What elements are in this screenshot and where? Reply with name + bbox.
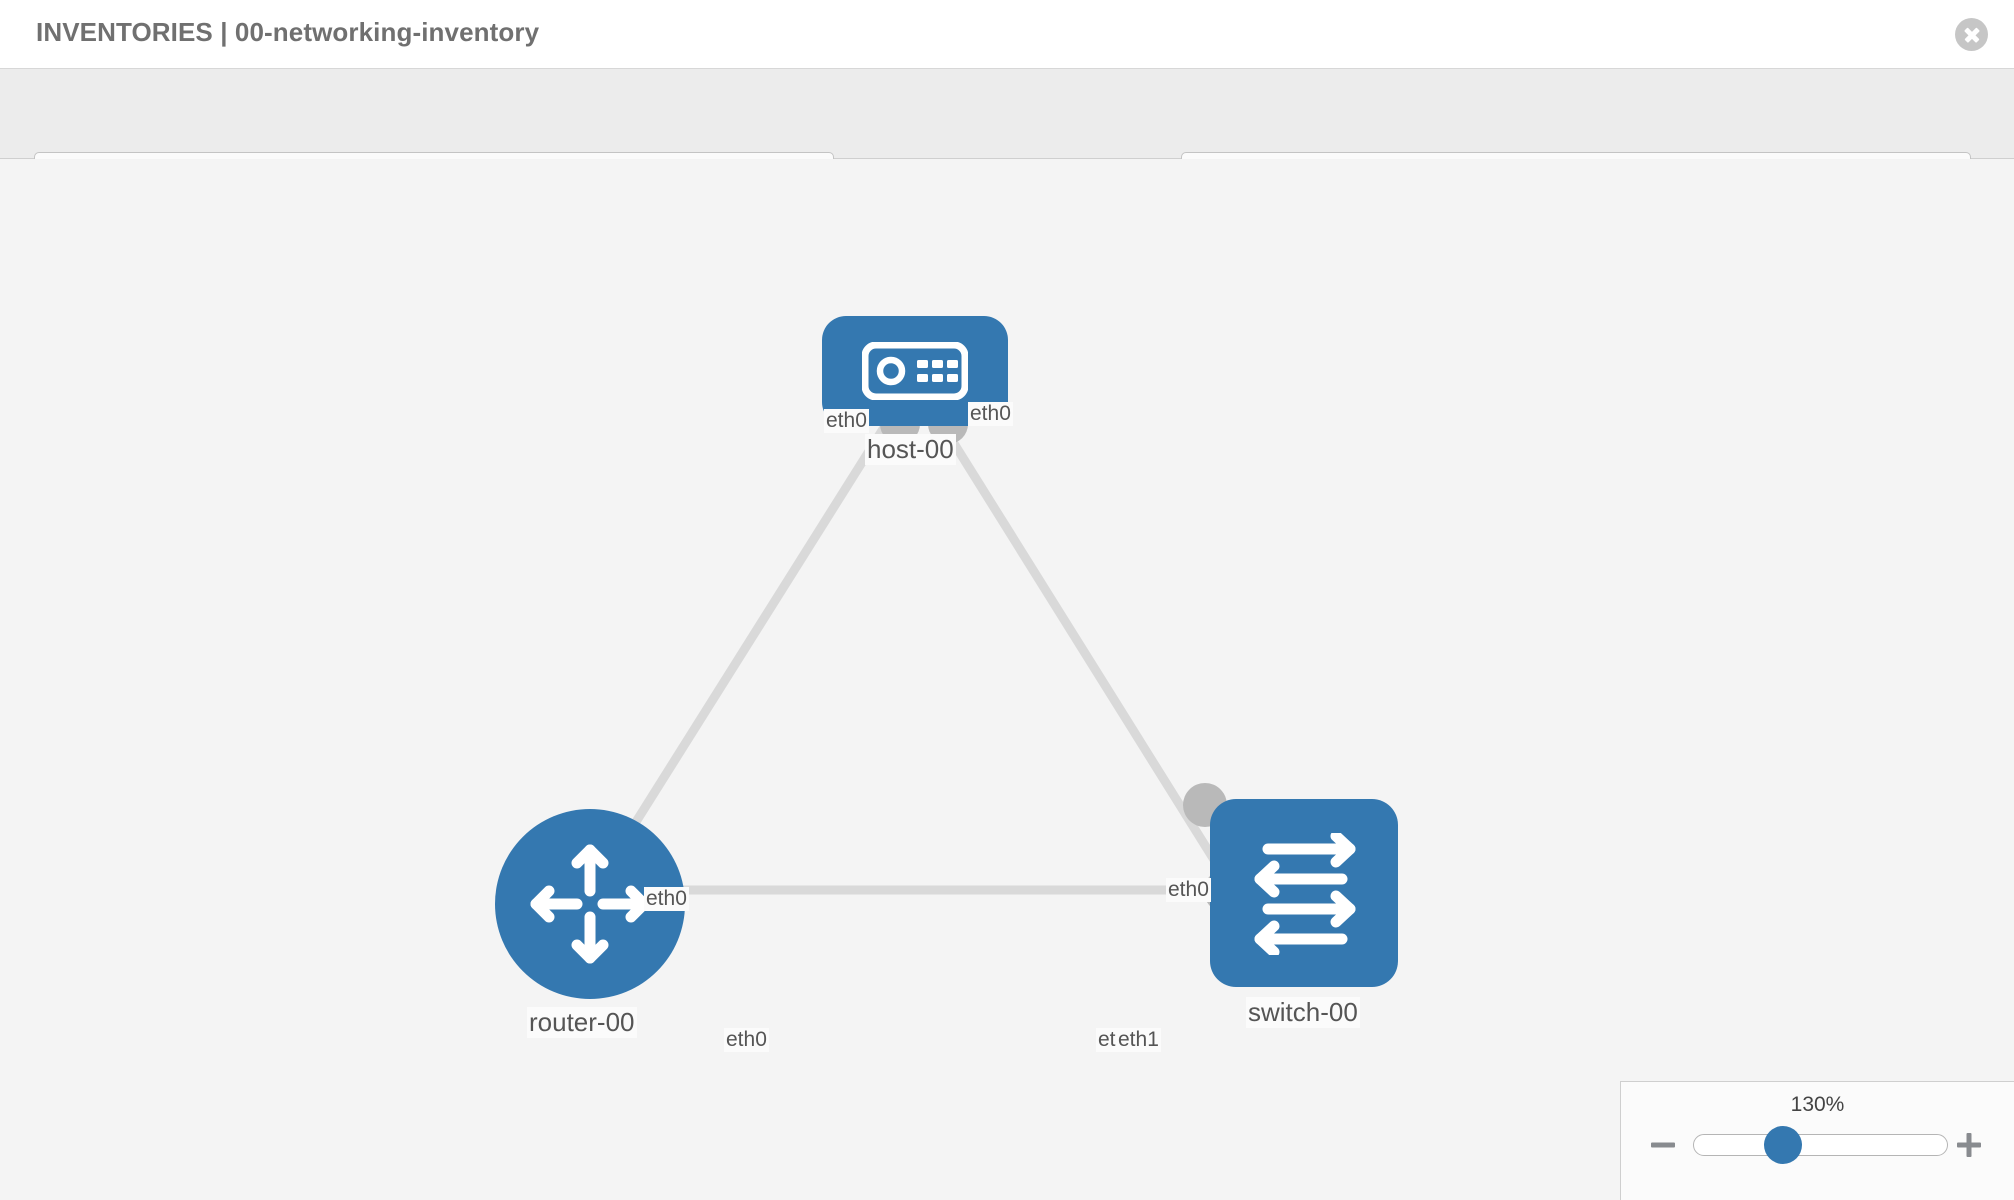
minus-icon[interactable] — [1648, 1130, 1678, 1160]
edge-label-switch-left-front: eth1 — [1116, 1028, 1161, 1052]
plus-icon[interactable] — [1954, 1130, 1984, 1160]
edge-label-router-right: eth0 — [724, 1028, 769, 1052]
zoom-slider-thumb[interactable] — [1764, 1126, 1802, 1164]
switch-arrows-icon — [1254, 833, 1356, 955]
toolbar: ACTIONS SEARCH — [0, 69, 2014, 202]
zoom-slider-track[interactable] — [1693, 1134, 1948, 1156]
edge-label-switch-up: eth0 — [1166, 878, 1211, 902]
switch-icon-background — [1210, 799, 1398, 987]
edge-label-router-up: eth0 — [644, 887, 689, 911]
edge-label-host-left: eth0 — [824, 409, 869, 433]
router-arrows-icon — [530, 844, 650, 964]
node-label-switch-00: switch-00 — [1246, 997, 1360, 1028]
node-switch-00[interactable]: switch-00 — [1183, 783, 1398, 1028]
server-icon — [862, 342, 968, 400]
page-header: INVENTORIES | 00-networking-inventory — [0, 0, 2014, 69]
page-title: INVENTORIES | 00-networking-inventory — [36, 17, 540, 47]
edge-label-host-right: eth0 — [968, 402, 1013, 426]
zoom-control-panel: 130% — [1620, 1081, 2014, 1200]
zoom-level-value: 130% — [1790, 1093, 1845, 1116]
node-label-router-00: router-00 — [527, 1007, 637, 1038]
close-icon[interactable] — [1955, 18, 1988, 51]
topology-canvas[interactable]: host-00 router-00 switch-00 — [0, 159, 2014, 1200]
node-label-host-00: host-00 — [865, 434, 956, 465]
